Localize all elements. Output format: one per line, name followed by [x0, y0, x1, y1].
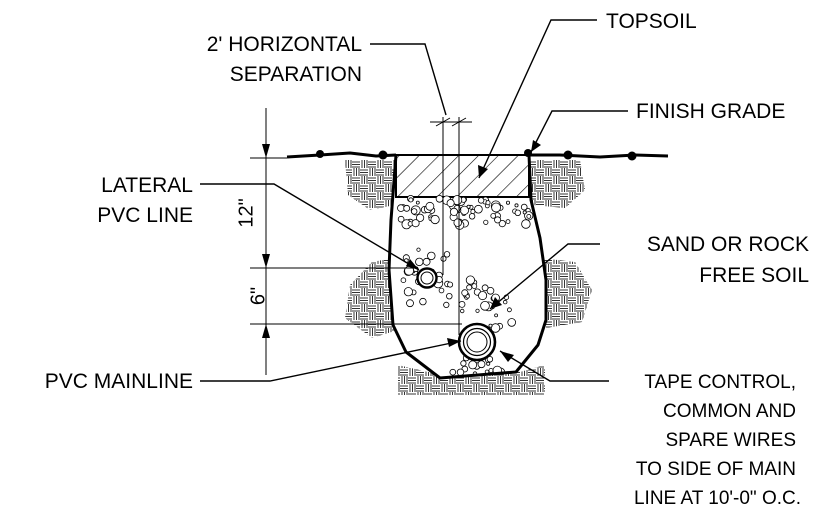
pebble: [397, 204, 405, 212]
pebble: [416, 247, 421, 252]
pebble: [397, 215, 405, 223]
pebble: [488, 323, 493, 328]
pebble: [466, 204, 471, 209]
pebble: [453, 218, 462, 227]
pebble: [438, 287, 445, 294]
pebble: [477, 360, 486, 369]
pebble: [415, 213, 425, 222]
pebble: [486, 361, 491, 366]
pebble: [449, 368, 457, 376]
pebble: [446, 293, 453, 300]
pebble: [491, 202, 502, 213]
pebble: [400, 277, 407, 284]
pebble: [526, 213, 532, 219]
label-tape-line1: TAPE CONTROL,: [644, 372, 796, 393]
pebble: [422, 257, 431, 266]
pebble: [480, 300, 490, 311]
lateral-pvc-pipe: [416, 267, 438, 289]
label-lateral-line1: LATERAL: [101, 174, 193, 197]
pebble: [506, 307, 512, 313]
pebble: [403, 204, 411, 212]
label-tape-line5: LINE AT 10'-0" O.C.: [634, 488, 801, 509]
pebble: [425, 201, 435, 211]
dimension-6-inch: 6": [247, 287, 269, 305]
pebble: [486, 286, 495, 295]
pebble: [460, 360, 467, 367]
label-sand-line1: SAND OR ROCK: [647, 233, 809, 256]
pebble: [485, 200, 491, 206]
pebble: [415, 200, 420, 205]
pebble: [507, 318, 517, 327]
dimension-12-inch: 12": [235, 198, 257, 227]
pebble: [446, 199, 455, 208]
pebble: [468, 213, 476, 220]
label-topsoil: TOPSOIL: [606, 10, 697, 33]
topsoil-layer: [395, 154, 530, 198]
finish-grade-line: [286, 149, 669, 161]
pebble: [488, 367, 494, 373]
pebble: [443, 251, 451, 258]
native-soil-hatching: [345, 160, 592, 395]
pebble: [465, 275, 475, 285]
label-horizontal-separation-line1: 2' HORIZONTAL: [207, 33, 362, 56]
pebble: [458, 300, 466, 308]
pebble: [411, 219, 420, 228]
label-tape-line3: SPARE WIRES: [665, 430, 796, 451]
pebble: [503, 299, 508, 305]
pebble: [474, 204, 483, 214]
pebble: [505, 200, 510, 205]
pvc-mainline-pipe: [457, 322, 497, 362]
label-pvc-mainline: PVC MAINLINE: [45, 370, 193, 393]
pebble: [522, 210, 527, 215]
pebble: [461, 289, 469, 297]
pebble: [498, 220, 506, 228]
pebble: [481, 284, 489, 292]
pebble: [490, 323, 501, 333]
pebble: [427, 251, 436, 261]
vertical-dimension: [250, 108, 462, 375]
pebble: [456, 368, 465, 376]
separation-centerlines: [430, 117, 472, 335]
pebble: [486, 356, 494, 363]
pebble: [514, 209, 521, 216]
pebble: [471, 283, 478, 290]
pebble: [403, 287, 413, 297]
label-tape-line2: COMMON AND: [663, 401, 796, 422]
leader-lines: [200, 19, 628, 382]
pebble: [520, 203, 528, 211]
pebble: [408, 197, 414, 203]
pebble: [447, 281, 454, 288]
pebble: [430, 214, 440, 225]
label-sand-line2: FREE SOIL: [699, 264, 809, 287]
pebble: [477, 197, 485, 204]
pebble: [435, 195, 444, 203]
pebble: [460, 308, 465, 314]
trench-outline: [387, 154, 548, 380]
pebble: [411, 208, 418, 215]
pebble: [514, 203, 519, 208]
pebble: [494, 216, 502, 224]
pebble: [466, 284, 473, 291]
label-horizontal-separation-line2: SEPARATION: [230, 63, 362, 86]
label-lateral-line2: PVC LINE: [97, 204, 193, 227]
pebble: [465, 294, 470, 299]
pebble: [443, 301, 450, 308]
pebble: [449, 207, 459, 216]
pebble: [490, 213, 497, 219]
pebble: [415, 257, 424, 267]
pebble: [521, 219, 531, 229]
label-finish-grade: FINISH GRADE: [636, 100, 785, 123]
pebble: [419, 297, 427, 306]
pebble: [494, 313, 499, 318]
pebble: [505, 219, 511, 225]
pebble: [483, 219, 489, 225]
pebble: [475, 308, 480, 313]
pebble: [406, 299, 414, 308]
pebble: [478, 291, 488, 301]
pebble: [468, 360, 478, 370]
label-tape-line4: TO SIDE OF MAIN: [636, 459, 796, 480]
